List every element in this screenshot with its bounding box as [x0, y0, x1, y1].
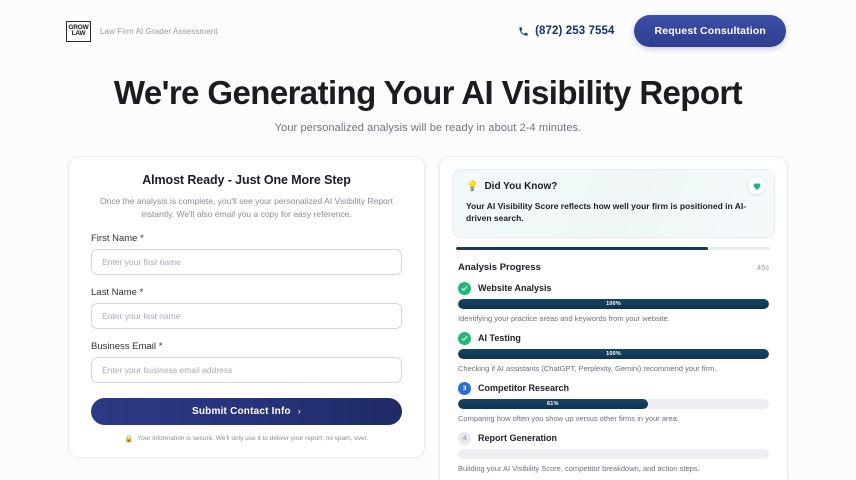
last-name-label: Last Name *	[91, 286, 144, 298]
progress-step-bar-track: 100%	[458, 348, 769, 359]
last-name-input[interactable]	[91, 302, 402, 329]
progress-step-name: Website Analysis	[478, 283, 552, 294]
grow-law-logo: GROW LAW	[66, 20, 91, 42]
submit-label: Submit Contact Info	[192, 405, 291, 417]
heart-pulse-icon	[753, 182, 760, 190]
check-icon	[458, 331, 471, 345]
lightbulb-icon: 💡	[466, 181, 479, 192]
progress-step-percent: 100%	[606, 350, 621, 357]
overall-progress-track	[456, 246, 771, 250]
last-name-field: Last Name *	[91, 287, 402, 329]
logo-line-2: LAW	[71, 30, 86, 37]
progress-step-header: AI Testing	[458, 331, 769, 345]
heart-pulse-badge	[748, 177, 765, 194]
progress-title: Analysis Progress	[458, 261, 541, 273]
business-email-field: Business Email *	[91, 341, 402, 383]
hero-section: We're Generating Your AI Visibility Repo…	[0, 74, 856, 134]
page-subtitle: Your personalized analysis will be ready…	[274, 122, 582, 134]
progress-step-bar-fill: 61%	[458, 398, 648, 409]
analysis-progress-card: 💡 Did You Know? Your AI Visibility Score…	[439, 156, 788, 480]
phone-link[interactable]: (872) 253 7554	[518, 25, 614, 37]
progress-step: AI Testing 100% Checking if AI assistants …	[458, 331, 769, 373]
progress-step: Website Analysis 100% Identifying your pra…	[458, 281, 769, 323]
first-name-label: First Name *	[91, 232, 144, 244]
did-you-know-body: Your AI Visibility Score reflects how we…	[466, 201, 747, 223]
progress-step-header: Website Analysis	[458, 281, 769, 295]
progress-step-bar-track: 100%	[458, 298, 769, 309]
progress-step-name: AI Testing	[478, 333, 521, 344]
progress-step-description: Checking if AI assistants (ChatGPT, Perp…	[458, 363, 717, 373]
form-title: Almost Ready - Just One More Step	[142, 173, 351, 187]
submit-contact-info-button[interactable]: Submit Contact Info ›	[91, 397, 402, 425]
site-header: GROW LAW Law Firm AI Grader Assessment (…	[0, 0, 856, 62]
progress-step-list: Website Analysis 100% Identifying your pra…	[458, 281, 769, 473]
lock-icon: 🔒	[124, 435, 134, 443]
did-you-know-title: Did You Know?	[484, 181, 558, 192]
security-note-text: Your information is secure. We'll only u…	[137, 435, 369, 442]
form-subtitle: Once the analysis is complete, you'll se…	[100, 196, 393, 219]
progress-step-description: Comparing how often you show up versus o…	[458, 413, 679, 423]
check-icon	[458, 281, 471, 295]
header-actions: (872) 253 7554 Request Consultation	[518, 15, 786, 47]
content-columns: Almost Ready - Just One More Step Once t…	[0, 156, 856, 480]
did-you-know-banner: 💡 Did You Know? Your AI Visibility Score…	[452, 169, 775, 238]
progress-step-bar-fill: 100%	[458, 348, 769, 359]
did-you-know-header: 💡 Did You Know?	[466, 181, 761, 192]
phone-number: (872) 253 7554	[535, 25, 615, 37]
business-email-input[interactable]	[91, 356, 402, 383]
brand-tagline: Law Firm AI Grader Assessment	[100, 26, 218, 36]
first-name-input[interactable]	[91, 248, 402, 275]
chevron-right-icon: ›	[297, 406, 301, 416]
progress-step-bar-track: 61%	[458, 398, 769, 409]
progress-step-header: 3 Competitor Research	[458, 381, 769, 395]
progress-step: 3 Competitor Research 61% Comparing how oft…	[458, 381, 769, 423]
request-consultation-button[interactable]: Request Consultation	[634, 15, 786, 47]
progress-timer: 45s	[756, 262, 769, 272]
progress-step-description: Identifying your practice areas and keyw…	[458, 313, 670, 323]
phone-icon	[519, 26, 528, 36]
logo-line-1: GROW	[68, 24, 89, 32]
progress-header: Analysis Progress 45s	[458, 262, 769, 273]
progress-step-description: Building your AI Visibility Score, compe…	[458, 463, 700, 473]
step-number-badge: 3	[458, 381, 471, 395]
progress-step-name: Report Generation	[478, 433, 558, 444]
page-title: We're Generating Your AI Visibility Repo…	[113, 74, 743, 111]
progress-step-percent: 100%	[606, 300, 621, 307]
business-email-label: Business Email *	[91, 340, 163, 352]
first-name-field: First Name *	[91, 233, 402, 275]
contact-form-card: Almost Ready - Just One More Step Once t…	[68, 156, 425, 458]
progress-step-bar-fill: 100%	[458, 298, 769, 309]
progress-step-header: 4 Report Generation	[458, 431, 769, 445]
progress-step-name: Competitor Research	[478, 383, 570, 394]
progress-step-bar-track	[458, 448, 769, 459]
overall-progress-fill	[456, 246, 708, 250]
brand[interactable]: GROW LAW Law Firm AI Grader Assessment	[66, 20, 218, 42]
step-number-badge: 4	[458, 431, 471, 445]
security-note: 🔒 Your information is secure. We'll only…	[91, 435, 402, 443]
progress-step-percent: 61%	[547, 400, 559, 407]
